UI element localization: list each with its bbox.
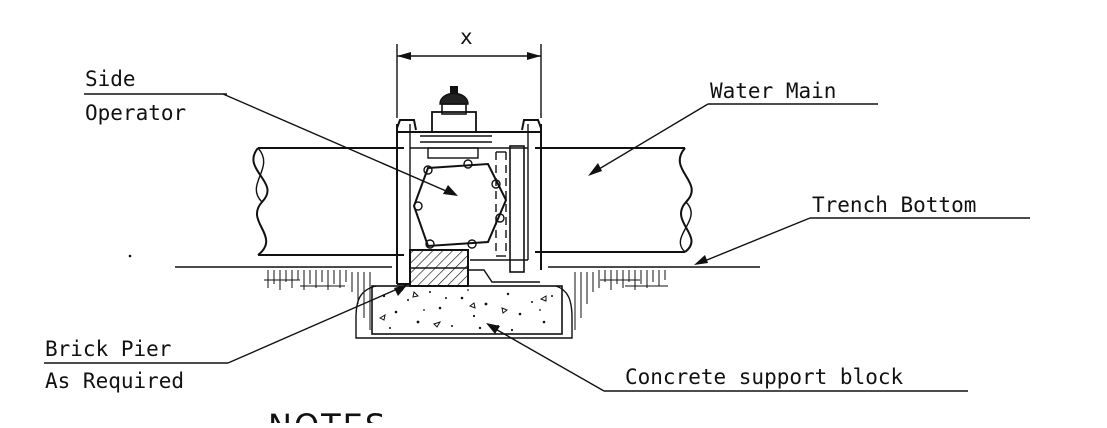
callout-trench-bottom: Trench Bottom [694,193,1030,265]
callout-water-main: Water Main [588,79,878,176]
label-brick-pier-line2: As Required [45,369,184,393]
speck [128,254,132,258]
label-side-operator-line1: Side [85,67,136,91]
callout-concrete-block: Concrete support block [486,323,968,392]
label-side-operator-line2: Operator [85,101,186,125]
water-main-pipe [252,147,693,256]
brick-pier [409,249,469,287]
valve-body [396,86,542,285]
label-concrete-block: Concrete support block [625,365,904,389]
label-brick-pier-line1: Brick Pier [45,337,171,361]
notes-heading: NOTES [268,407,387,423]
callout-brick-pier: Brick Pier As Required [44,284,408,393]
label-water-main: Water Main [710,79,836,103]
callout-side-operator: Side Operator [84,67,458,196]
side-operator-disc [412,159,508,249]
dimension-x-label: x [460,25,473,49]
concrete-support-block [371,285,563,335]
label-trench-bottom: Trench Bottom [812,193,976,217]
dimension-x: x [396,25,542,118]
